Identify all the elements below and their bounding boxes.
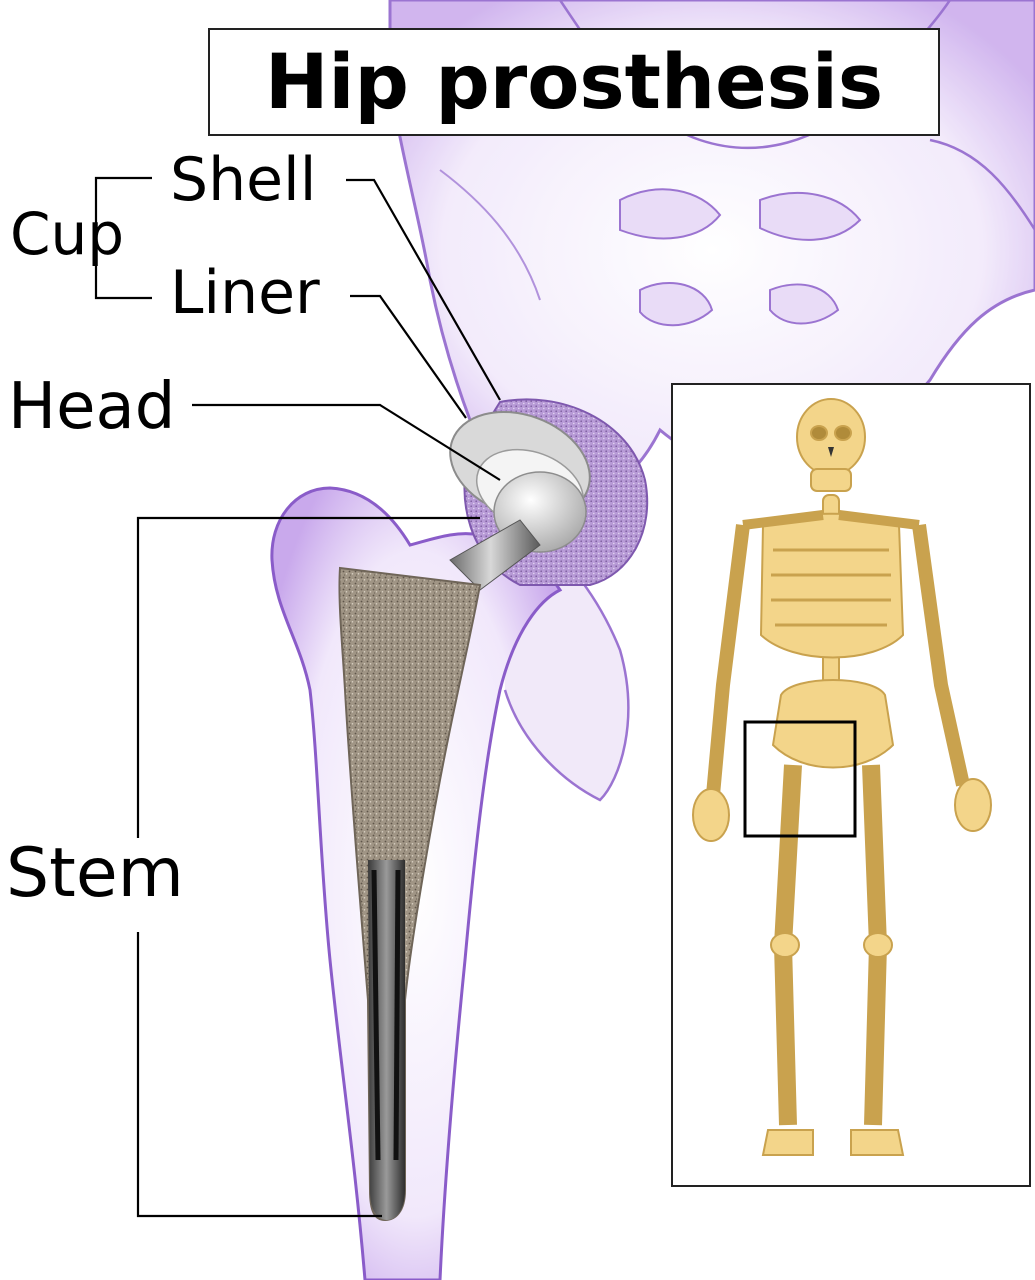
label-head: Head: [8, 375, 175, 439]
skeleton-figure: [673, 385, 1031, 1187]
label-liner: Liner: [170, 263, 320, 323]
skeleton-inset: [671, 383, 1031, 1187]
label-shell: Shell: [170, 150, 316, 210]
label-stem: Stem: [6, 840, 184, 912]
label-cup: Cup: [10, 205, 124, 263]
title-box: Hip prosthesis: [208, 28, 940, 136]
page-title: Hip prosthesis: [265, 44, 883, 120]
